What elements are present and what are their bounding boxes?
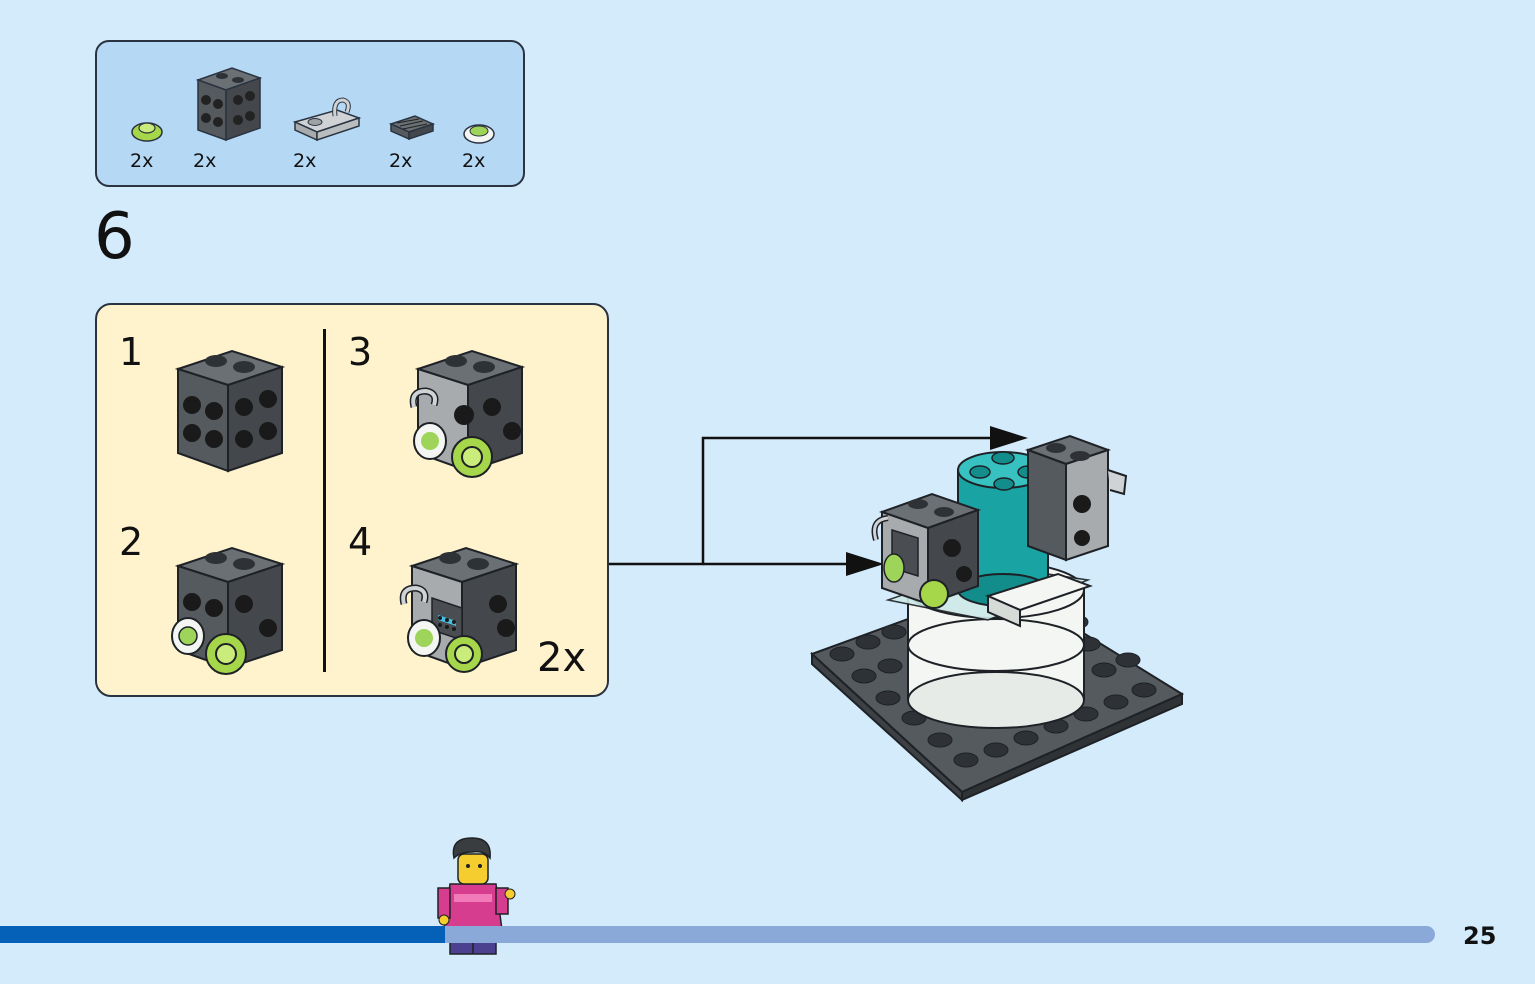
part-qty: 2x — [293, 150, 317, 172]
substep-number: 2 — [119, 520, 144, 564]
parts-list-box: 2x 2x 2x 2x 2x — [95, 40, 525, 187]
arrow-line-upper — [609, 436, 1000, 566]
sub-assembly-divider — [323, 329, 326, 672]
substep-1-brick-icon — [174, 349, 286, 473]
substep-number: 3 — [348, 330, 373, 374]
part-qty: 2x — [389, 150, 413, 172]
part-qty: 2x — [193, 150, 217, 172]
grille-tile-icon — [388, 115, 436, 141]
arrow-head-upper-icon — [990, 426, 1028, 450]
plate-with-clip-icon — [292, 97, 362, 142]
progress-bar-fill — [0, 926, 445, 943]
substep-3-brick-icon — [409, 349, 526, 478]
round-tile-printed-icon — [463, 124, 495, 144]
sub-assembly-multiplier: 2x — [537, 635, 587, 681]
round-plate-lime-icon — [131, 122, 163, 142]
substep-4-brick-icon — [399, 546, 520, 673]
page-number: 25 — [1463, 922, 1497, 950]
part-qty: 2x — [130, 150, 154, 172]
part-qty: 2x — [462, 150, 486, 172]
substep-number: 1 — [119, 330, 144, 374]
step-number: 6 — [94, 200, 135, 274]
substep-number: 4 — [348, 520, 373, 564]
main-model-illustration — [810, 434, 1185, 803]
side-stud-brick-icon — [195, 67, 263, 142]
substep-2-brick-icon — [171, 546, 286, 675]
arrow-head-lower-icon — [846, 552, 884, 576]
